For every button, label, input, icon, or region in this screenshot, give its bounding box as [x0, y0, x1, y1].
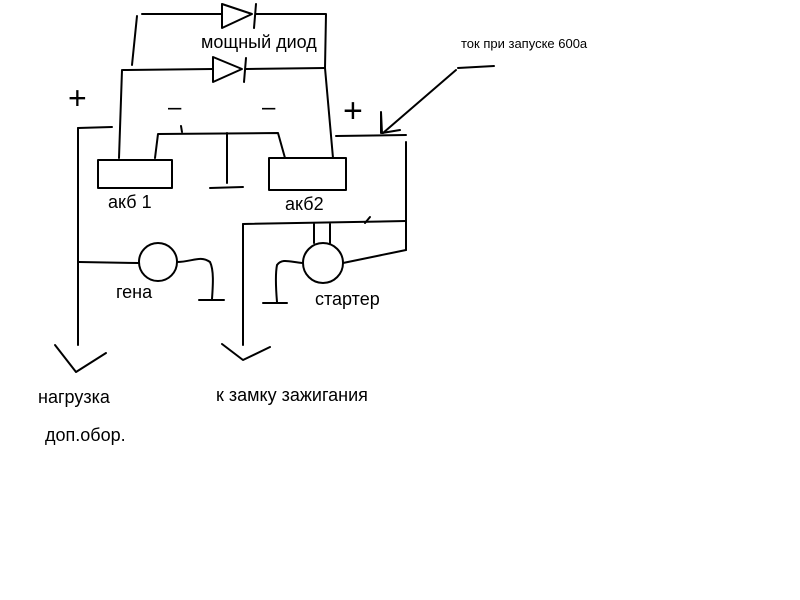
battery-1-box: [97, 159, 173, 189]
right-positive-bus: [242, 112, 407, 346]
current-arrow: [380, 65, 495, 134]
power-diode-label: мощный диод: [201, 32, 317, 52]
load-label: нагрузка: [38, 387, 110, 407]
ignition-arrowhead: [221, 343, 271, 361]
starter-circuit: [262, 223, 407, 304]
minus-right-sign: –: [262, 94, 276, 121]
plus-left-sign: +: [68, 80, 87, 116]
top-diode-branch: [131, 3, 327, 69]
second-diode-branch: [122, 56, 334, 159]
battery-2-box: [268, 157, 347, 191]
aux-equipment-label: доп.обор.: [45, 425, 126, 445]
plus-right-sign: +: [343, 92, 363, 130]
battery-2-label: акб2: [285, 194, 324, 214]
left-positive-bus: [77, 69, 123, 346]
starter-circle: [302, 242, 344, 284]
negative-bus: [154, 125, 286, 189]
battery-1-label: акб 1: [108, 192, 152, 212]
generator-circuit: [78, 242, 225, 301]
starter-label: стартер: [315, 289, 380, 309]
ignition-label: к замку зажигания: [216, 385, 368, 405]
minus-left-sign: –: [168, 94, 182, 121]
generator-circle: [138, 242, 178, 282]
generator-label: гена: [116, 282, 153, 302]
start-current-label: ток при запуске 600а: [461, 36, 588, 51]
load-arrowhead: [54, 344, 107, 373]
